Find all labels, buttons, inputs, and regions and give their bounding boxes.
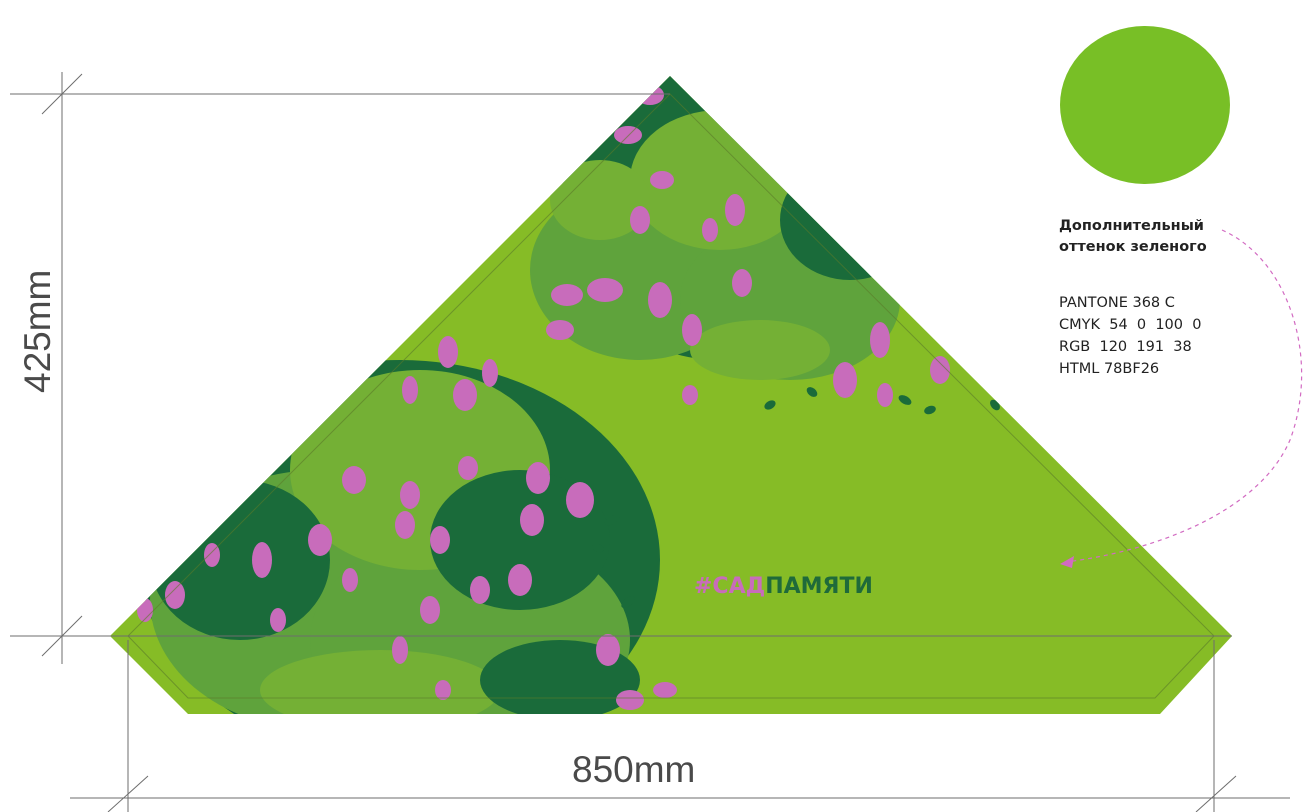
color-info: Дополнительный оттенок зеленого PANTONE … — [1059, 216, 1299, 380]
foliage-illustration — [137, 76, 1000, 714]
rgb-value: RGB 120 191 38 — [1059, 339, 1192, 355]
lower-tree — [137, 336, 677, 714]
height-label: 425mm — [17, 270, 58, 393]
width-label: 850mm — [572, 749, 695, 790]
hashtag: #САДПАМЯТИ — [694, 574, 873, 599]
html-value: HTML 78BF26 — [1059, 361, 1160, 377]
scattered-leaves — [592, 387, 1000, 608]
hashtag-part1: #САД — [694, 574, 765, 599]
color-swatch — [1060, 26, 1230, 184]
pointer-arrow — [1065, 229, 1303, 563]
upper-tree — [530, 76, 950, 407]
title-line-2: оттенок зеленого — [1059, 239, 1207, 255]
hashtag-part2: ПАМЯТИ — [765, 574, 873, 599]
pantone-value: PANTONE 368 C — [1059, 295, 1175, 311]
color-info-title: Дополнительный оттенок зеленого — [1059, 216, 1299, 258]
arrow-head-icon — [1060, 556, 1074, 568]
cmyk-value: CMYK 54 0 100 0 — [1059, 317, 1202, 333]
color-specs: PANTONE 368 C CMYK 54 0 100 0 RGB 120 19… — [1059, 292, 1299, 380]
trim-line — [127, 93, 1215, 699]
title-line-1: Дополнительный — [1059, 218, 1204, 234]
dimension-lines — [10, 72, 1290, 812]
